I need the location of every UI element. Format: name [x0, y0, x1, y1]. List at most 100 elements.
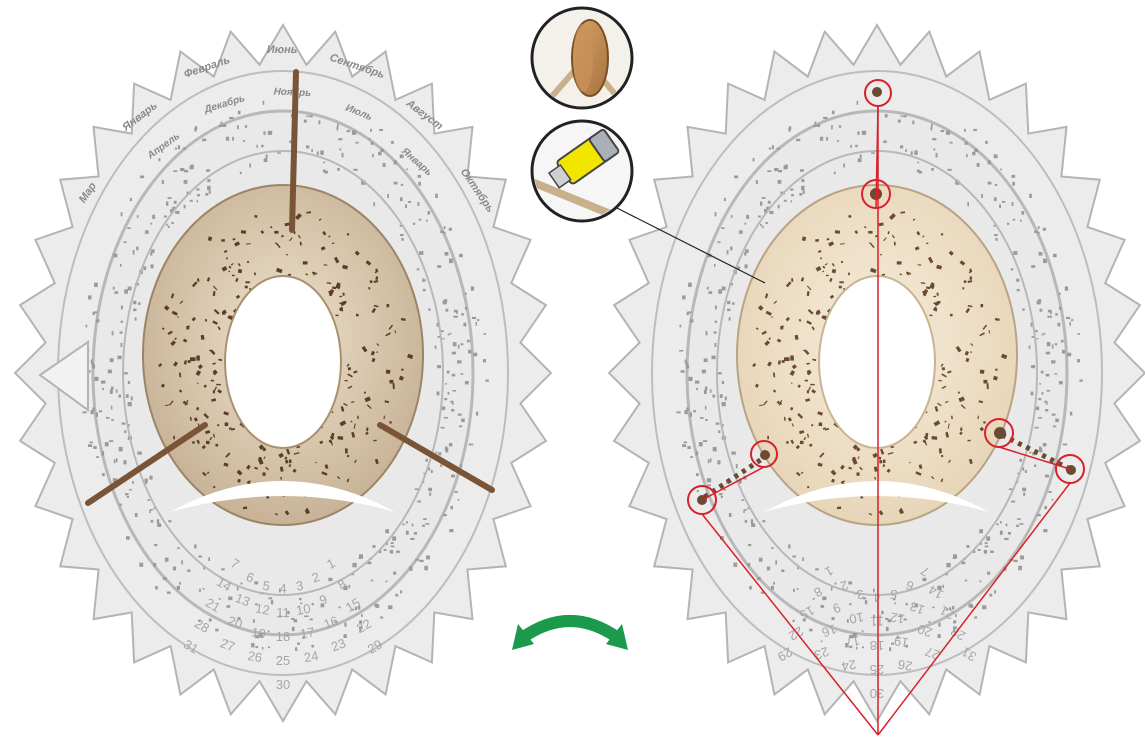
- wood-pattern-mark: [879, 460, 882, 463]
- ring-pattern-mark: [457, 360, 461, 363]
- ring-pattern-mark: [165, 558, 169, 562]
- glue-inset: [532, 121, 632, 222]
- ring-pattern-mark: [124, 241, 127, 243]
- ring-pattern-mark: [174, 201, 177, 204]
- ring-pattern-mark: [312, 603, 314, 606]
- ring-pattern-mark: [118, 395, 121, 398]
- ring-pattern-mark: [722, 381, 724, 384]
- ring-pattern-mark: [1048, 491, 1052, 493]
- ring-pattern-mark: [1046, 402, 1048, 405]
- wood-pattern-mark: [941, 455, 943, 457]
- wood-pattern-mark: [247, 261, 249, 263]
- ring-pattern-mark: [450, 506, 453, 509]
- ring-pattern-mark: [166, 202, 168, 206]
- ring-pattern-mark: [1004, 538, 1008, 540]
- ring-pattern-mark: [1038, 398, 1041, 400]
- ring-pattern-mark: [715, 306, 717, 310]
- wood-pattern-mark: [401, 369, 404, 371]
- wood-pattern-mark: [853, 457, 856, 461]
- ring-pattern-mark: [277, 152, 281, 154]
- ring-pattern-mark: [406, 531, 409, 535]
- ring-pattern-mark: [444, 226, 446, 229]
- ring-pattern-mark: [771, 586, 774, 590]
- ring-pattern-mark: [1040, 309, 1043, 312]
- wood-pattern-mark: [930, 315, 933, 317]
- ring-pattern-mark: [151, 264, 154, 268]
- day-number: 30: [870, 686, 884, 701]
- ring-pattern-mark: [428, 308, 430, 310]
- ring-pattern-mark: [731, 215, 733, 218]
- ring-pattern-mark: [758, 216, 761, 218]
- ring-pattern-mark: [831, 587, 833, 591]
- ring-pattern-mark: [261, 145, 264, 147]
- ring-pattern-mark: [191, 165, 194, 167]
- ring-pattern-mark: [371, 142, 374, 145]
- ring-pattern-mark: [196, 189, 200, 191]
- ring-pattern-mark: [92, 365, 95, 369]
- ring-pattern-mark: [839, 125, 841, 128]
- wood-pattern-mark: [233, 238, 236, 240]
- ring-pattern-mark: [855, 145, 858, 147]
- ring-pattern-mark: [1046, 352, 1050, 355]
- ring-pattern-mark: [92, 363, 94, 366]
- ring-pattern-mark: [953, 620, 956, 623]
- wood-pattern-mark: [782, 360, 785, 363]
- ring-pattern-mark: [848, 581, 852, 584]
- ring-pattern-mark: [1053, 254, 1057, 257]
- ring-pattern-mark: [255, 646, 258, 648]
- ring-pattern-mark: [137, 215, 139, 218]
- ring-pattern-mark: [1025, 470, 1027, 473]
- ring-pattern-mark: [109, 440, 113, 442]
- ring-pattern-mark: [860, 154, 862, 158]
- wood-pattern-mark: [221, 239, 225, 242]
- ring-pattern-mark: [133, 250, 135, 255]
- ring-pattern-mark: [344, 623, 346, 627]
- ring-pattern-mark: [996, 524, 998, 526]
- ring-pattern-mark: [429, 492, 431, 496]
- ring-pattern-mark: [1052, 499, 1054, 501]
- ring-pattern-mark: [373, 202, 375, 206]
- ring-pattern-mark: [1013, 251, 1017, 255]
- ring-pattern-mark: [700, 417, 704, 419]
- ring-pattern-mark: [981, 194, 983, 198]
- ring-pattern-mark: [139, 563, 143, 567]
- ring-pattern-mark: [124, 372, 128, 374]
- ring-pattern-mark: [1042, 392, 1044, 395]
- ring-pattern-mark: [1039, 383, 1041, 385]
- ring-pattern-mark: [443, 338, 445, 340]
- ring-pattern-mark: [1000, 531, 1003, 535]
- ring-pattern-mark: [294, 619, 298, 622]
- ring-pattern-mark: [712, 395, 715, 398]
- ring-pattern-mark: [428, 488, 432, 491]
- ring-pattern-mark: [1017, 518, 1021, 520]
- wood-pattern-mark: [827, 238, 830, 240]
- ring-pattern-mark: [775, 560, 777, 564]
- right-calendar-wheel: 1234567891011121314151617181920212223242…: [609, 25, 1145, 735]
- ring-pattern-mark: [739, 230, 743, 234]
- wood-pattern-mark: [389, 421, 392, 423]
- ring-pattern-mark: [815, 568, 819, 570]
- disc-inset: [532, 8, 632, 110]
- ring-pattern-mark: [886, 627, 889, 631]
- ring-pattern-mark: [739, 481, 741, 484]
- day-number: 26: [246, 648, 263, 665]
- ring-pattern-mark: [762, 520, 765, 522]
- ring-pattern-mark: [121, 321, 124, 323]
- ring-pattern-mark: [226, 137, 229, 141]
- wood-pattern-mark: [232, 275, 235, 277]
- wood-pattern-mark: [303, 261, 308, 264]
- ring-pattern-mark: [386, 581, 388, 583]
- ring-pattern-mark: [271, 600, 273, 604]
- wood-pattern-mark: [931, 436, 937, 440]
- ring-pattern-mark: [1013, 219, 1016, 221]
- ring-pattern-mark: [994, 590, 996, 593]
- ring-pattern-mark: [1007, 223, 1009, 225]
- ring-pattern-mark: [1055, 313, 1058, 316]
- ring-pattern-mark: [821, 641, 823, 643]
- ring-pattern-mark: [680, 325, 682, 328]
- ring-pattern-mark: [452, 402, 454, 405]
- ring-pattern-mark: [767, 170, 771, 172]
- ring-pattern-mark: [681, 370, 685, 373]
- ring-pattern-mark: [994, 234, 998, 236]
- ring-pattern-mark: [199, 589, 201, 592]
